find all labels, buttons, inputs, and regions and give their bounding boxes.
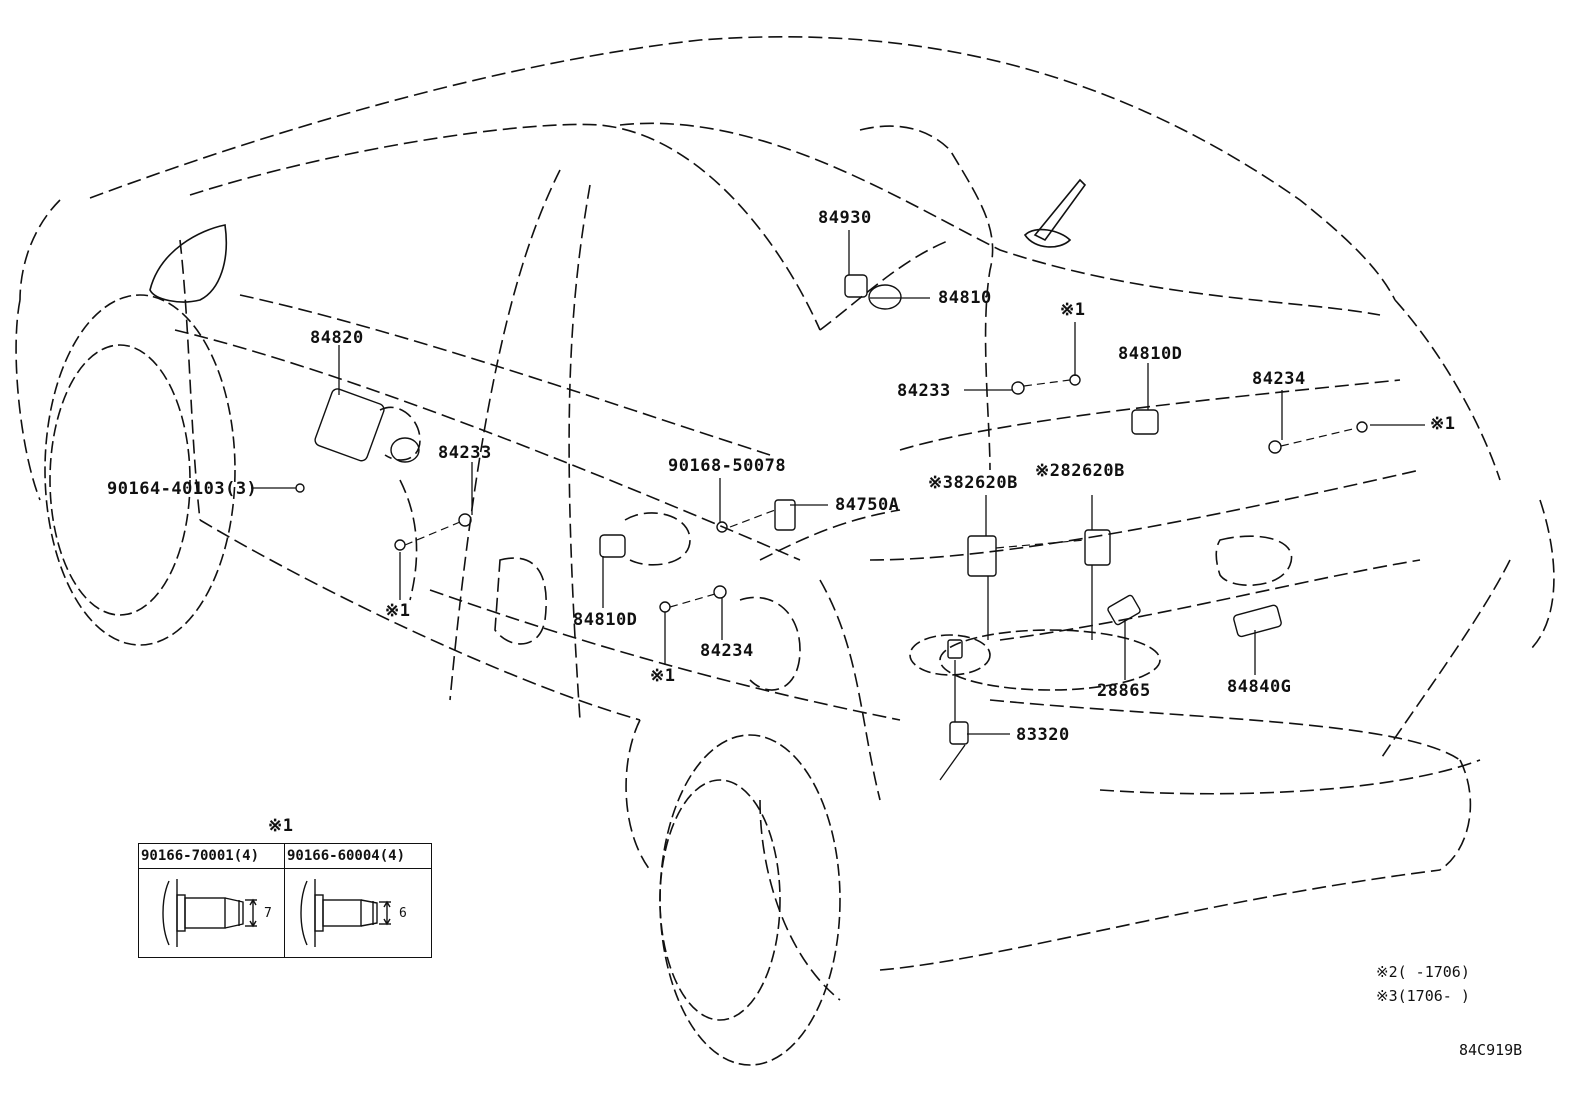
clip-7-drawing: [162, 879, 257, 947]
drawing-code: 84C919B: [1459, 1041, 1523, 1059]
note-2-date-range: ※2( -1706): [1376, 963, 1470, 981]
label-84840G: 84840G: [1227, 677, 1292, 697]
label-84750A: 84750A: [835, 495, 900, 515]
label-82620B-3: ※382620B: [928, 473, 1018, 493]
legend-title-note1: ※1: [268, 816, 294, 836]
note-3-date-range: ※3(1706- ): [1376, 987, 1470, 1005]
legend-dim-2: 6: [399, 906, 407, 921]
label-82620B-2: ※282620B: [1035, 461, 1125, 481]
label-90168-50078: 90168-50078: [668, 456, 787, 476]
label-84233-right: 84233: [897, 381, 951, 401]
leader-lines: [251, 230, 1425, 781]
legend-part-1: 90166-70001(4): [139, 844, 284, 869]
label-84810D-left: 84810D: [573, 610, 638, 630]
legend-dim-1: 7: [264, 906, 272, 921]
mark-note1-right: ※1: [1430, 414, 1456, 434]
label-84930: 84930: [818, 208, 872, 228]
label-28865: 28865: [1097, 681, 1151, 701]
legend-cell-2: 90166-60004(4) 6: [285, 844, 431, 957]
label-84234-right: 84234: [1252, 369, 1306, 389]
legend-cell-1: 90166-70001(4) 7: [139, 844, 285, 957]
label-84233-left: 84233: [438, 443, 492, 463]
dashed-leaders: [404, 379, 1358, 608]
parts: [295, 274, 1368, 745]
label-84810D-right: 84810D: [1118, 344, 1183, 364]
mark-note1-mid: ※1: [650, 666, 676, 686]
mirror-antenna: [149, 178, 1087, 303]
label-83320: 83320: [1016, 725, 1070, 745]
fastener-legend-table: 90166-70001(4) 7 90166-60004(4): [138, 843, 432, 958]
mark-note1-left: ※1: [385, 601, 411, 621]
legend-part-2: 90166-60004(4): [285, 844, 431, 869]
label-90164-40103: 90164-40103(3): [107, 479, 258, 499]
label-84234-mid: 84234: [700, 641, 754, 661]
clip-6-drawing: [300, 879, 391, 947]
wheels: [44, 294, 1161, 1066]
mark-note1-top: ※1: [1060, 300, 1086, 320]
label-84820: 84820: [310, 328, 364, 348]
label-84810: 84810: [938, 288, 992, 308]
